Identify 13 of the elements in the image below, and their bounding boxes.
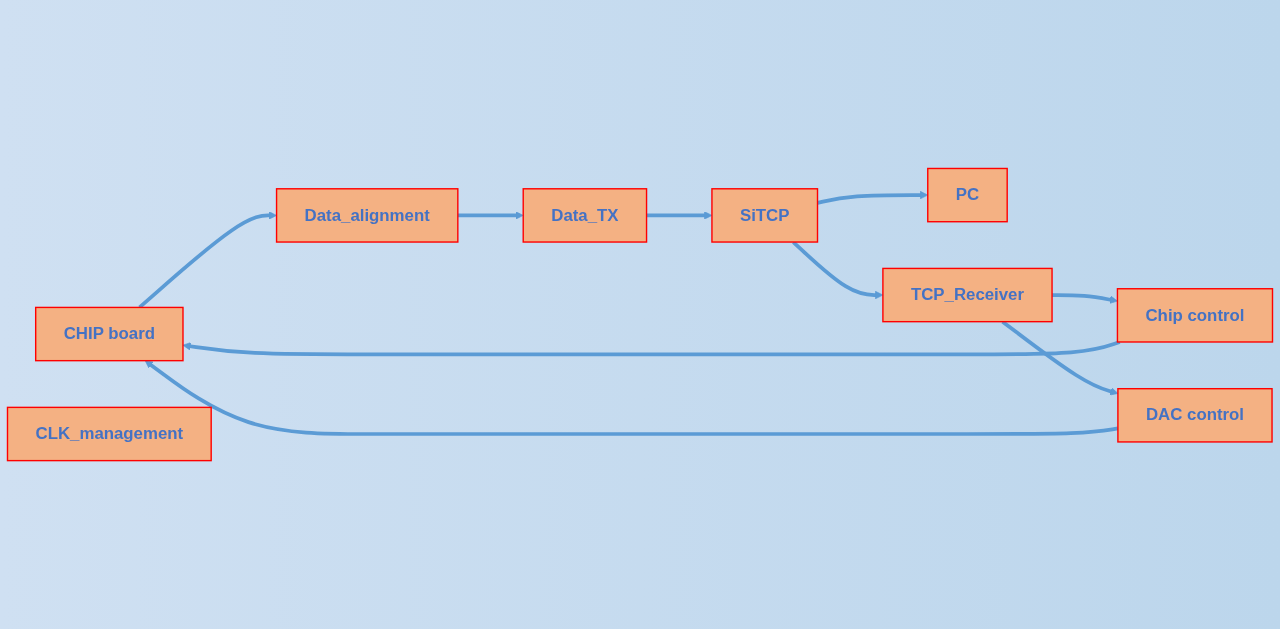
node-box: DAC control <box>1117 387 1273 443</box>
arrow <box>457 211 524 220</box>
node-box: SiTCP <box>711 188 819 243</box>
node-box: Data_TX <box>522 188 648 243</box>
node-box: Data_alignment <box>275 188 459 243</box>
node-box: Chip control <box>1116 288 1274 343</box>
arrow <box>182 340 1121 357</box>
node-box: CLK_management <box>6 406 212 462</box>
node-box: TCP_Receiver <box>882 267 1053 323</box>
arrow <box>1052 293 1118 304</box>
arrow <box>138 211 277 309</box>
node-box: PC <box>927 167 1008 223</box>
node-box: CHIP board <box>35 306 184 362</box>
